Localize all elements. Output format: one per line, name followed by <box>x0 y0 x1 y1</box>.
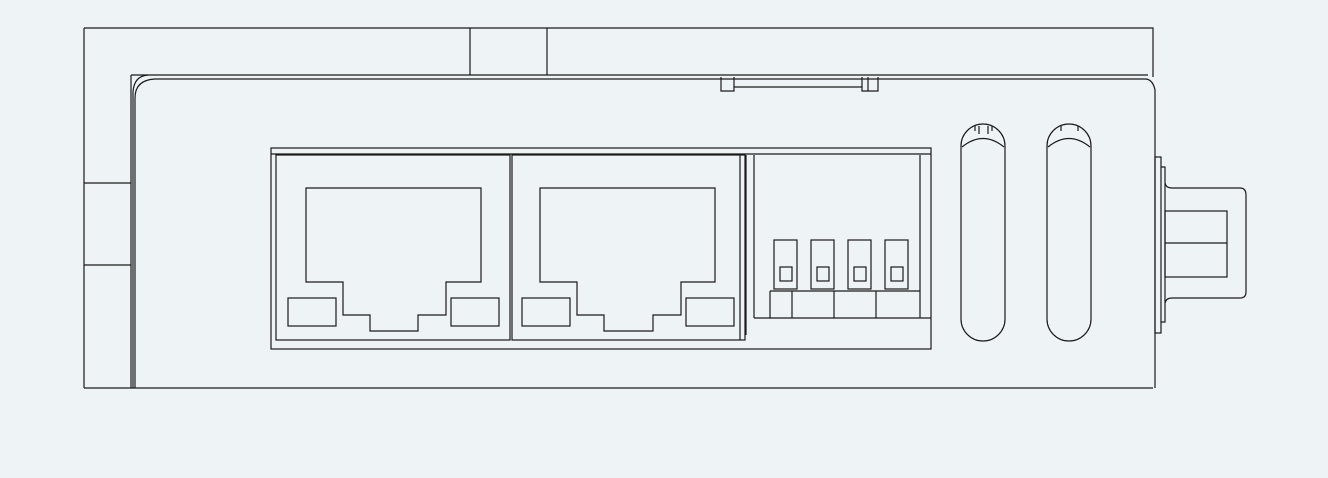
status-led-right <box>685 297 735 327</box>
status-led-left <box>287 297 337 327</box>
dip-switch-3[interactable] <box>847 239 872 290</box>
rj45-port-2 <box>511 154 746 341</box>
dip-switch-1[interactable] <box>773 239 798 290</box>
housing <box>83 27 1154 389</box>
top-latch <box>720 77 879 92</box>
light-pipe-1 <box>960 123 1006 342</box>
rj45-socket-outline <box>305 187 482 332</box>
rj45-port-1 <box>275 154 511 341</box>
status-led-right <box>450 297 500 327</box>
front-panel <box>132 74 1156 388</box>
light-pipe-2 <box>1046 123 1092 342</box>
connector-block <box>270 147 932 350</box>
side-connector <box>1154 156 1247 334</box>
dip-switch-area <box>745 155 931 335</box>
status-led-left <box>521 297 571 327</box>
dip-switch-2[interactable] <box>810 239 835 290</box>
rj45-socket-outline <box>539 187 716 332</box>
dip-switch-4[interactable] <box>884 239 909 290</box>
